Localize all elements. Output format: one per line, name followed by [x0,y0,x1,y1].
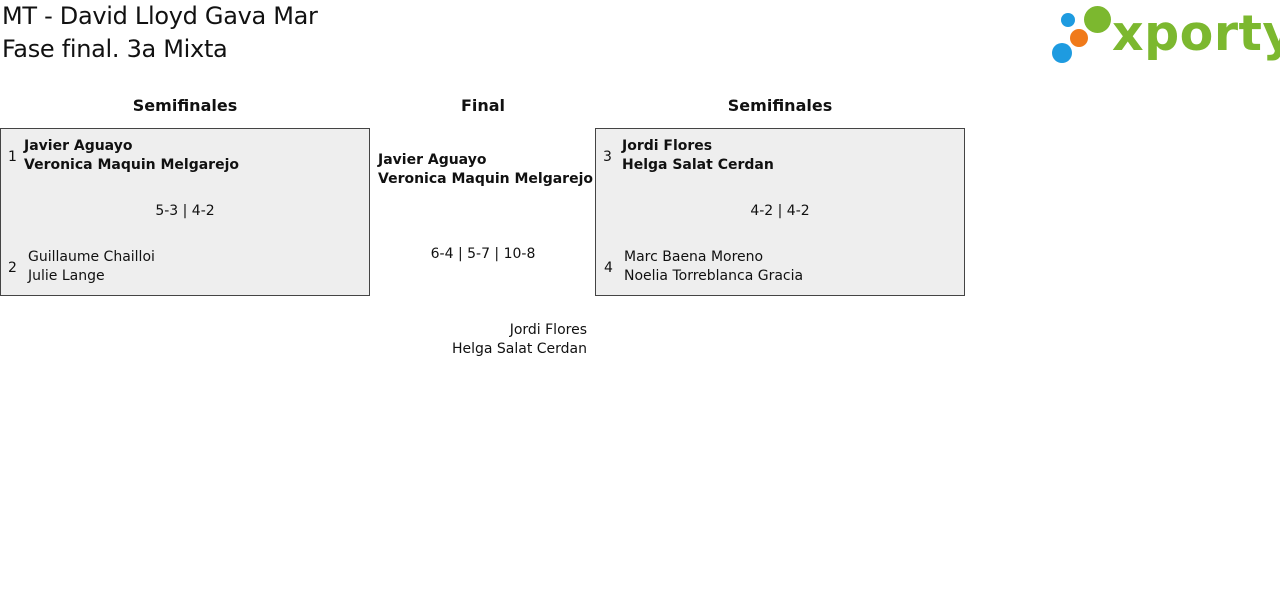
team-player: Julie Lange [28,268,105,284]
semifinal-right-heading: Semifinales [727,96,833,115]
logo-dot-green [1084,6,1111,33]
champion-player: Jordi Flores [509,322,587,338]
semifinal-left-match[interactable]: 1 Javier Aguayo Veronica Maquin Melgarej… [0,128,370,296]
logo-dot-blue-small [1061,13,1075,27]
logo-dot-blue-large [1052,43,1072,63]
seed-number: 1 [8,149,17,165]
xporty-logo[interactable]: xporty [1050,2,1280,68]
team-player: Marc Baena Moreno [624,249,764,265]
match-score: 5-3 | 4-2 [155,203,215,219]
team-player: Jordi Flores [622,138,713,154]
finalist-player: Veronica Maquin Melgarejo [378,171,593,187]
team-player: Veronica Maquin Melgarejo [24,157,239,173]
seed-number: 3 [603,149,612,165]
final-score: 6-4 | 5-7 | 10-8 [430,246,536,262]
semifinal-left-heading: Semifinales [132,96,238,115]
seed-number: 4 [604,260,613,276]
team-player: Guillaume Chailloi [28,249,155,265]
semifinal-right-match[interactable]: 3 Jordi Flores Helga Salat Cerdan 4-2 | … [595,128,965,296]
page-title: MT - David Lloyd Gava Mar [2,2,318,30]
final-heading: Final [460,96,506,115]
team-player: Helga Salat Cerdan [622,157,774,173]
seed-number: 2 [8,260,17,276]
page-subtitle: Fase final. 3a Mixta [2,35,228,63]
match-score: 4-2 | 4-2 [750,203,810,219]
team-player: Javier Aguayo [24,138,133,154]
logo-text: xporty [1112,5,1280,62]
champion-player: Helga Salat Cerdan [451,341,587,357]
logo-dot-orange [1070,29,1088,47]
finalist-player: Javier Aguayo [378,152,487,168]
team-player: Noelia Torreblanca Gracia [624,268,804,284]
